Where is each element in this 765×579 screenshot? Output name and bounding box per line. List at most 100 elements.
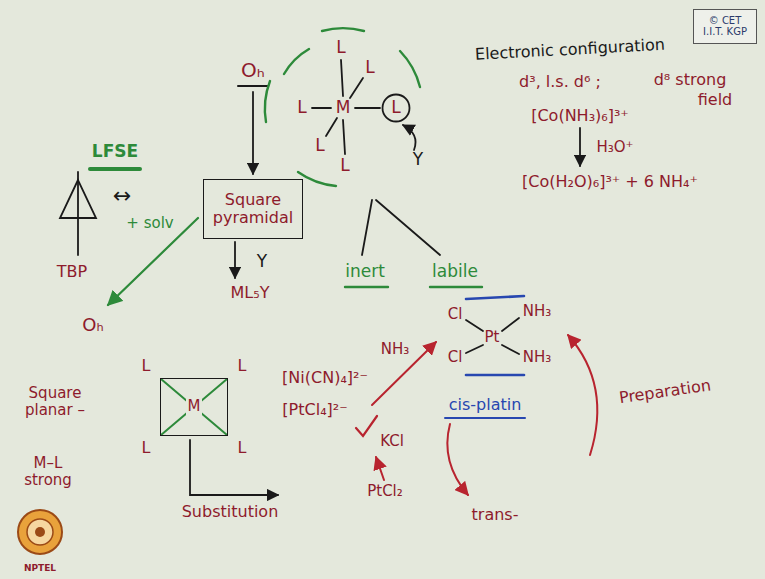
term: Preparation (618, 376, 712, 407)
branch-line (376, 200, 440, 255)
check-mark (356, 416, 377, 436)
bond (312, 107, 331, 109)
ligand: L (297, 98, 306, 118)
ligand: L (238, 357, 247, 375)
logo-text: NPTEL (24, 563, 56, 573)
term: inert (345, 262, 385, 282)
note: M–L strong (16, 455, 81, 490)
ligand: L (142, 439, 151, 457)
node-text: M (186, 398, 203, 415)
note: + solv (126, 215, 173, 232)
formula: [Ni(CN)₄]²⁻ (282, 369, 368, 387)
formula: [Co(H₂O)₆]³⁺ + 6 NH₄⁺ (522, 173, 698, 191)
ligand: NH₃ (523, 349, 552, 366)
square-diagonals (161, 379, 227, 435)
arrow (447, 424, 468, 495)
arc (298, 172, 336, 186)
symmetry-label: Oₕ (241, 59, 265, 82)
equilibrium-sign: ↔ (113, 183, 131, 208)
node-content: © CETI.I.T. KGP (703, 15, 747, 38)
bond (350, 78, 363, 98)
circled-ligand: L (381, 93, 411, 123)
symmetry-label: Oₕ (82, 315, 103, 336)
bond (355, 107, 380, 109)
bond (343, 120, 345, 154)
arc (284, 49, 309, 74)
ligand: L (238, 439, 247, 457)
copyright-box: © CETI.I.T. KGP (693, 9, 757, 44)
ligand: L (336, 38, 345, 58)
underline (345, 286, 388, 288)
nptel-logo (18, 510, 62, 554)
configuration: field (698, 91, 733, 109)
reagent: H₃O⁺ (596, 139, 633, 156)
heading-note: Electronic configuration (475, 36, 666, 64)
arrow (372, 342, 436, 405)
metal: Pt (485, 329, 500, 346)
logo-core (27, 519, 53, 545)
formula: ML₅Y (231, 284, 270, 302)
underline (430, 286, 482, 288)
formula: [PtCl₄]²⁻ (282, 401, 347, 419)
ligand: L (340, 156, 349, 176)
node-text: I.I.T. KGP (703, 26, 747, 38)
entering-group: Y (257, 252, 267, 272)
arrow (190, 440, 278, 495)
term: trans- (472, 506, 519, 524)
ligand: NH₃ (523, 303, 552, 320)
underline (445, 417, 525, 419)
solvent-arcs (265, 28, 420, 186)
arrow (252, 92, 254, 174)
node-content: M (186, 398, 203, 415)
square-planar-box: M (160, 378, 228, 436)
reagent: KCl (380, 433, 404, 450)
geometry-label: TBP (57, 263, 87, 281)
configuration: d³, l.s. d⁶ ; (519, 73, 601, 91)
reagent: NH₃ (381, 341, 410, 358)
term: labile (432, 262, 478, 282)
arrow (376, 457, 384, 480)
ligand: Cl (448, 349, 463, 366)
formula: [Co(NH₃)₆]³⁺ (531, 107, 629, 125)
bond (466, 320, 483, 331)
compound-name: cis-platin (449, 396, 522, 414)
node-text: © CET (703, 15, 747, 27)
heading-note: LFSE (92, 142, 138, 162)
configuration: d⁸ strong (654, 71, 727, 89)
arc (400, 51, 420, 87)
bonds (466, 318, 519, 354)
logo-dot (35, 527, 45, 537)
node-text: L (391, 98, 400, 118)
bond (502, 318, 519, 331)
logo-ring (18, 510, 62, 554)
strokes (18, 28, 597, 554)
metal: M (336, 98, 351, 118)
geometry-label: Square planar – (10, 385, 100, 420)
ligand: L (365, 58, 374, 78)
bond (326, 118, 337, 136)
reagent: PtCl₂ (367, 483, 403, 500)
ligand: Cl (448, 306, 463, 323)
ligand: L (142, 357, 151, 375)
arc (322, 28, 364, 31)
bond (466, 345, 483, 353)
geometry-box: Square pyramidal (203, 179, 303, 239)
cis-mark (466, 296, 524, 299)
node-content: L (391, 98, 400, 118)
node-text: Square pyramidal (211, 191, 295, 228)
underline (238, 85, 268, 87)
arrow (568, 335, 597, 455)
bond (341, 60, 343, 96)
underline (90, 167, 140, 171)
bond (502, 345, 519, 354)
entering-group: Y (413, 150, 423, 170)
branch-line (362, 200, 372, 255)
node-content: Square pyramidal (211, 191, 295, 228)
arrow (234, 242, 236, 278)
arrow (403, 125, 416, 150)
arc (265, 81, 270, 122)
term: Substitution (182, 503, 279, 521)
arrow (579, 128, 581, 166)
circle-outline-shape (383, 95, 410, 122)
